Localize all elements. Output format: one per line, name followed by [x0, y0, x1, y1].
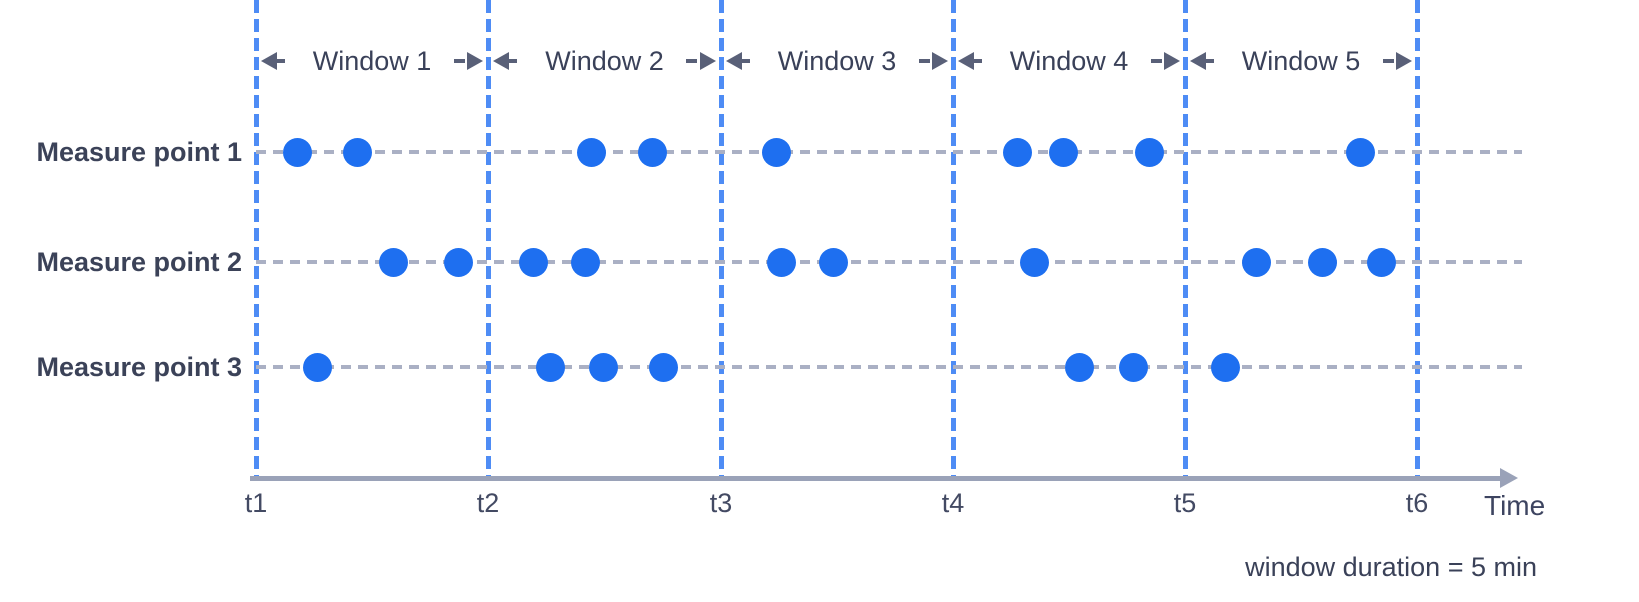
- event-dot: [302, 352, 332, 382]
- event-dot: [648, 352, 678, 382]
- window-boundary-line: [254, 0, 259, 478]
- event-dot: [1307, 247, 1337, 277]
- window-label: Window 3: [755, 35, 919, 87]
- event-dot: [637, 137, 667, 167]
- measure-point-label: Measure point 3: [36, 352, 242, 382]
- event-dot: [518, 247, 548, 277]
- window-label: Window 2: [523, 35, 686, 87]
- event-dot: [378, 247, 408, 277]
- event-dot: [570, 247, 600, 277]
- window-label: Window 4: [987, 35, 1151, 87]
- arrowhead-right-icon: [1164, 52, 1180, 70]
- tick-label: t1: [244, 488, 268, 518]
- tick-label: t6: [1405, 488, 1429, 518]
- tick-label: t5: [1173, 488, 1197, 518]
- tick-label: t2: [476, 488, 500, 518]
- tick-label: t3: [709, 488, 733, 518]
- event-dot: [1002, 137, 1032, 167]
- window-boundary-line: [1183, 0, 1188, 478]
- event-dot: [1019, 247, 1049, 277]
- window-duration-annotation: window duration = 5 min: [1245, 552, 1537, 582]
- event-dot: [443, 247, 473, 277]
- arrowhead-right-icon: [700, 52, 716, 70]
- arrowhead-right-icon: [1396, 52, 1412, 70]
- event-dot: [766, 247, 796, 277]
- event-dot: [576, 137, 606, 167]
- arrowhead-left-icon: [261, 52, 277, 70]
- measure-point-label: Measure point 1: [36, 137, 242, 167]
- window-boundary-line: [719, 0, 724, 478]
- arrowhead-left-icon: [1190, 52, 1206, 70]
- event-dot: [818, 247, 848, 277]
- window-boundary-line: [1415, 0, 1420, 478]
- time-axis-arrowhead-icon: [1500, 468, 1518, 488]
- event-dot: [1345, 137, 1375, 167]
- event-line: [256, 365, 1522, 369]
- arrowhead-left-icon: [958, 52, 974, 70]
- arrowhead-left-icon: [726, 52, 742, 70]
- event-dot: [342, 137, 372, 167]
- event-dot: [535, 352, 565, 382]
- event-dot: [1134, 137, 1164, 167]
- time-axis: [250, 476, 1500, 481]
- event-dot: [1366, 247, 1396, 277]
- event-dot: [1210, 352, 1240, 382]
- window-label: Window 5: [1219, 35, 1383, 87]
- event-dot: [1048, 137, 1078, 167]
- event-dot: [1118, 352, 1148, 382]
- window-boundary-line: [486, 0, 491, 478]
- arrowhead-right-icon: [932, 52, 948, 70]
- event-line: [256, 150, 1522, 154]
- event-dot: [1241, 247, 1271, 277]
- time-axis-label: Time: [1484, 490, 1546, 521]
- event-line: [256, 260, 1522, 264]
- tick-label: t4: [941, 488, 965, 518]
- event-dot: [282, 137, 312, 167]
- arrowhead-left-icon: [493, 52, 509, 70]
- window-boundary-line: [951, 0, 956, 478]
- window-label: Window 1: [290, 35, 454, 87]
- event-dot: [761, 137, 791, 167]
- event-dot: [1064, 352, 1094, 382]
- measure-point-label: Measure point 2: [36, 247, 242, 277]
- event-dot: [588, 352, 618, 382]
- arrowhead-right-icon: [467, 52, 483, 70]
